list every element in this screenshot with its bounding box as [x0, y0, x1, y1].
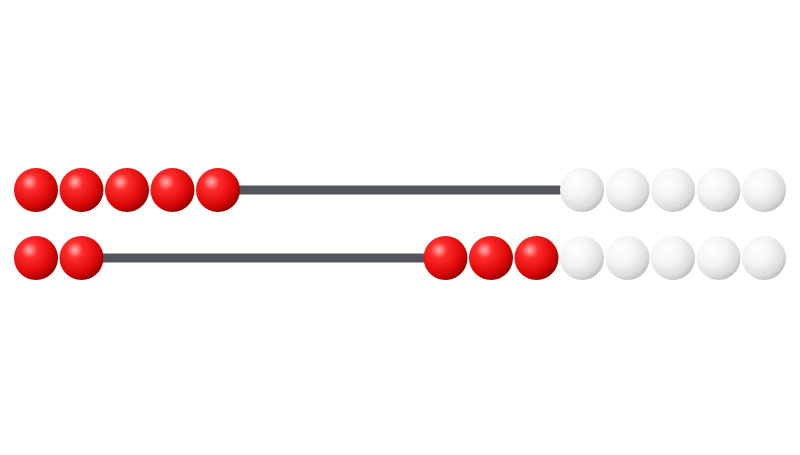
white-bead[interactable] [560, 168, 604, 212]
abacus-rows [14, 168, 786, 280]
red-bead[interactable] [469, 236, 513, 280]
red-bead[interactable] [14, 236, 58, 280]
red-bead[interactable] [196, 168, 240, 212]
red-bead[interactable] [14, 168, 58, 212]
red-bead[interactable] [423, 236, 468, 280]
red-bead[interactable] [59, 168, 104, 212]
white-bead[interactable] [605, 168, 650, 212]
red-bead[interactable] [514, 236, 559, 280]
abacus-rod [81, 253, 446, 263]
red-bead[interactable] [150, 168, 195, 212]
white-bead[interactable] [605, 236, 650, 280]
white-bead[interactable] [651, 236, 695, 280]
white-bead[interactable] [742, 168, 786, 212]
white-bead[interactable] [696, 236, 741, 280]
abacus-row-1 [14, 168, 786, 212]
white-bead[interactable] [696, 168, 741, 212]
red-bead[interactable] [59, 236, 104, 280]
white-bead[interactable] [742, 236, 786, 280]
red-bead[interactable] [105, 168, 149, 212]
abacus-rod [218, 185, 582, 195]
abacus-row-2 [14, 236, 786, 280]
white-bead[interactable] [560, 236, 604, 280]
white-bead[interactable] [651, 168, 695, 212]
